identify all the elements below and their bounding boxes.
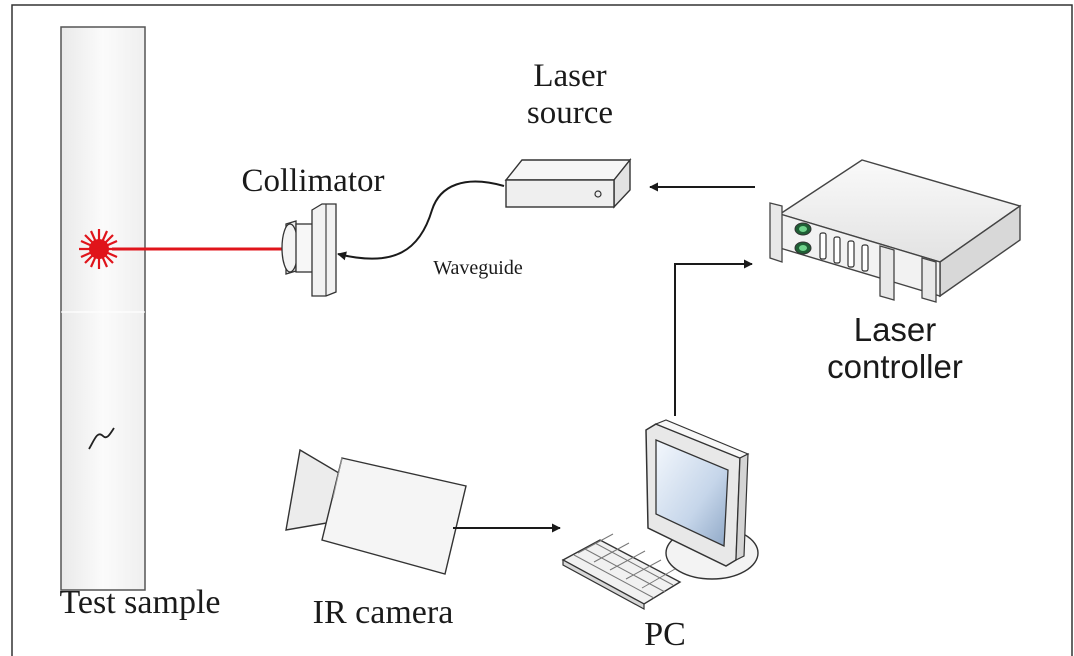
- waveguide-fiber: [337, 180, 505, 261]
- crack-mark: [88, 427, 115, 450]
- laser-source-icon: [504, 158, 632, 209]
- ir-camera-icon: [285, 448, 467, 575]
- laser-source-label-line2: source: [526, 94, 614, 131]
- laser-spot-icon: [79, 229, 119, 269]
- arrow-pc-to-controller: [674, 259, 753, 416]
- test-sample-label: Test sample: [59, 584, 221, 621]
- screen: [655, 439, 729, 547]
- figure-frame: [11, 4, 1073, 656]
- laser-controller-label: Laser controller: [800, 311, 990, 386]
- laser-controller-label-line1: Laser: [853, 311, 937, 348]
- pc-icon: [561, 419, 759, 611]
- keyboard-icon: [561, 533, 682, 611]
- laser-source-label-line1: Laser: [533, 58, 607, 94]
- collimator-icon: [281, 203, 337, 297]
- pc-label: PC: [644, 616, 686, 653]
- test-sample: [60, 26, 146, 591]
- laser-source-label: Laser source: [505, 58, 635, 132]
- collimator-label: Collimator: [241, 163, 385, 199]
- ir-camera-label: IR camera: [312, 594, 454, 631]
- status-light-icon: [794, 222, 812, 255]
- waveguide-label: Waveguide: [433, 257, 523, 279]
- laser-controller-icon: [769, 159, 1022, 303]
- laser-controller-label-line2: controller: [827, 347, 963, 385]
